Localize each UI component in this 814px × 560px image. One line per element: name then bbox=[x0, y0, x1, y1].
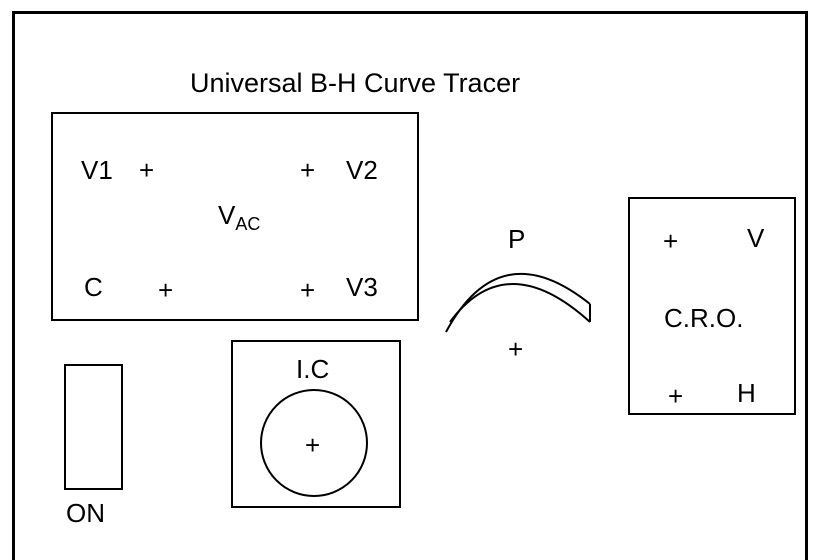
v2-terminal[interactable]: + bbox=[300, 155, 316, 185]
instrument-panel bbox=[12, 11, 808, 560]
cro-v-label: V bbox=[747, 223, 765, 253]
pot-terminal[interactable]: + bbox=[508, 334, 524, 364]
potentiometer-arc-icon[interactable] bbox=[440, 262, 600, 337]
ic-label: I.C bbox=[296, 354, 330, 384]
ic-knob-icon[interactable] bbox=[258, 387, 370, 499]
v3-terminal[interactable]: + bbox=[300, 275, 316, 305]
cro-h-label: H bbox=[737, 378, 756, 408]
c-terminal[interactable]: + bbox=[158, 275, 174, 305]
vac-terminal-box bbox=[51, 112, 419, 321]
vac-label: VAC bbox=[218, 200, 261, 234]
switch-label: ON bbox=[66, 498, 105, 528]
v2-label: V2 bbox=[346, 155, 378, 185]
pot-label: P bbox=[508, 224, 526, 254]
panel-title: Universal B-H Curve Tracer bbox=[190, 68, 521, 98]
v3-label: V3 bbox=[346, 272, 378, 302]
power-switch[interactable] bbox=[64, 364, 123, 490]
v1-terminal[interactable]: + bbox=[139, 155, 155, 185]
v1-label: V1 bbox=[81, 155, 113, 185]
cro-v-terminal[interactable]: + bbox=[663, 226, 679, 256]
ic-box bbox=[231, 340, 401, 508]
cro-box bbox=[628, 197, 796, 415]
c-label: C bbox=[84, 272, 103, 302]
cro-label: C.R.O. bbox=[664, 303, 744, 333]
cro-h-terminal[interactable]: + bbox=[668, 381, 684, 411]
ic-terminal[interactable]: + bbox=[305, 430, 321, 460]
